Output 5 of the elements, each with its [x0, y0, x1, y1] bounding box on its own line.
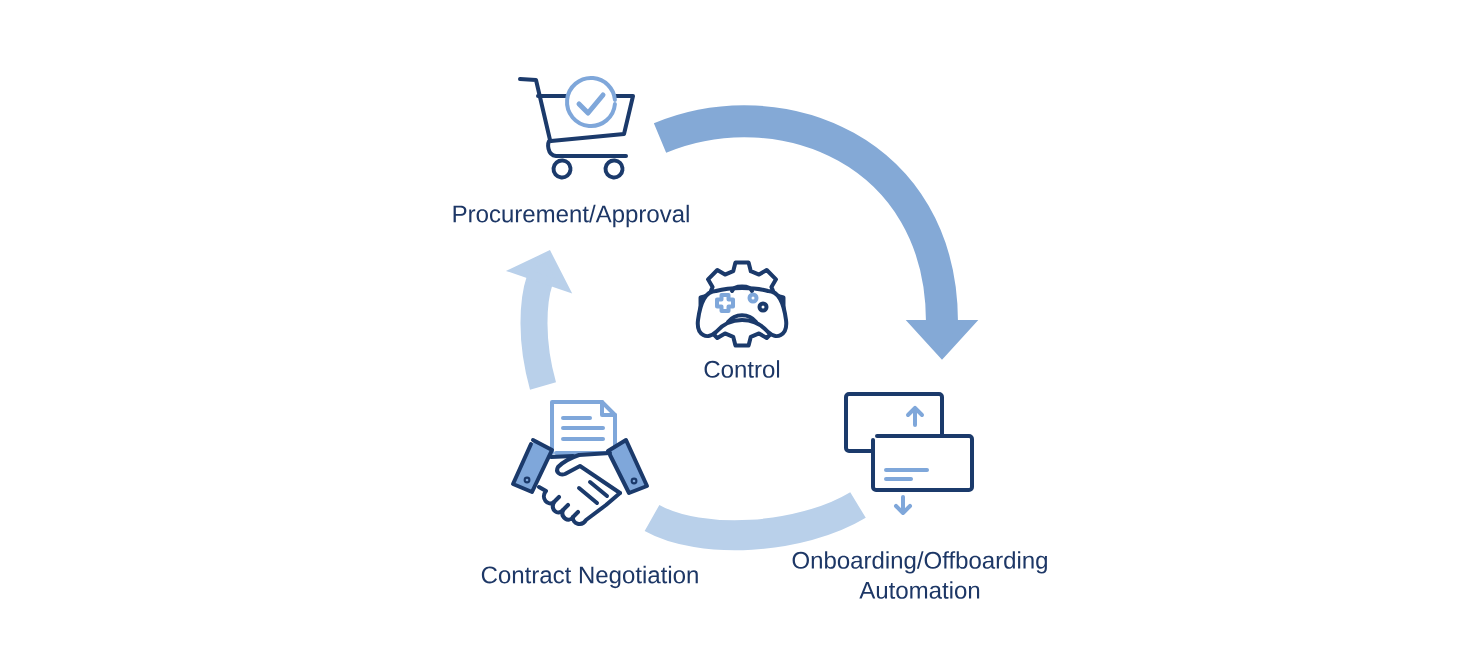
step-label: Onboarding/Offboarding Automation	[792, 551, 1047, 599]
step-label: Procurement/Approval	[453, 204, 689, 228]
curved-band	[645, 491, 865, 551]
step-label: Contract Negotiation	[481, 565, 698, 589]
step-label: Control	[704, 360, 780, 378]
